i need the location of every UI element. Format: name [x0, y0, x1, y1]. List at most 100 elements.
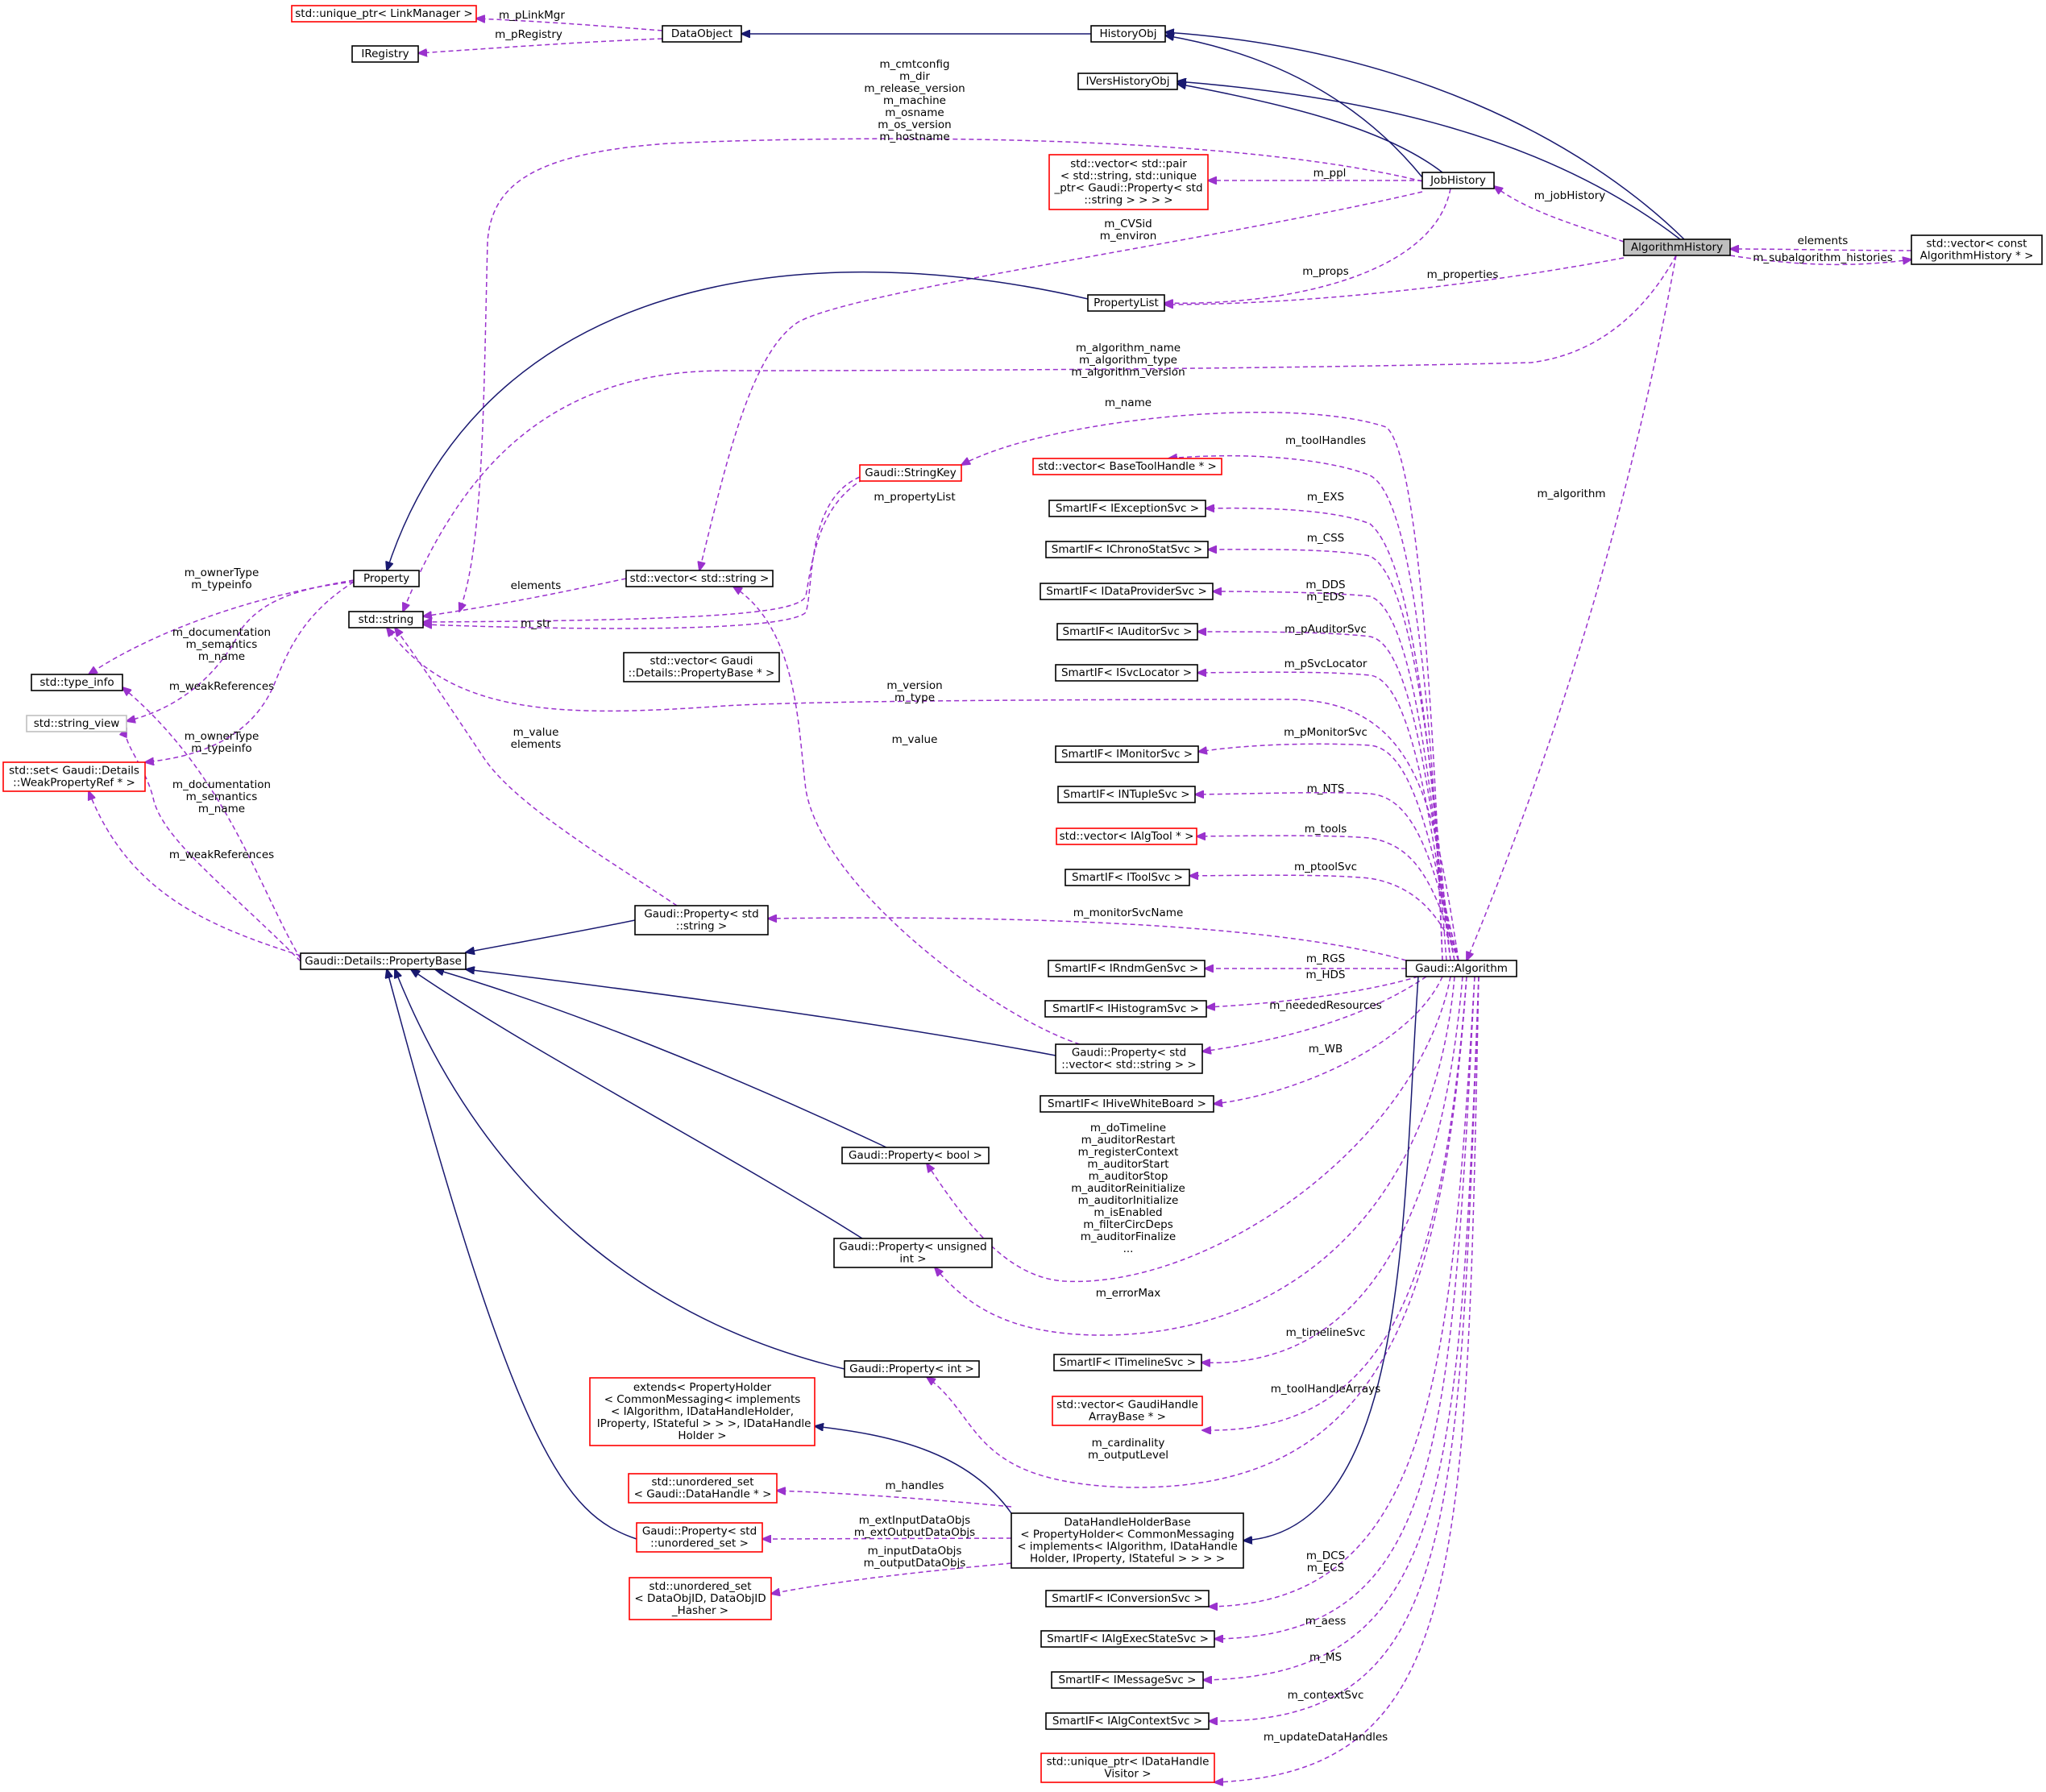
edge-label-line: m_documentation: [172, 626, 271, 639]
class-node-property-bool[interactable]: Gaudi::Property< bool >: [841, 1147, 990, 1164]
class-node-jobhistory[interactable]: JobHistory: [1421, 172, 1495, 189]
edge-label-line: m_isEnabled: [1094, 1206, 1162, 1219]
edge-label-line: m_ppl: [1314, 167, 1347, 180]
class-node-vector-ialgtool[interactable]: std::vector< IAlgTool * >: [1056, 828, 1197, 845]
usage-edge: [771, 1562, 1012, 1594]
edge-label-m-nts: m_NTS: [1307, 782, 1345, 795]
usage-edge: [459, 138, 1423, 612]
class-node-label: int >: [899, 1253, 926, 1266]
inheritance-edge: [395, 969, 845, 1370]
svg-text:m_properties: m_properties: [1427, 268, 1499, 281]
usage-edge: [1206, 976, 1419, 1007]
class-node-dataobject[interactable]: DataObject: [662, 25, 742, 43]
class-node-smartif-iconversionsvc[interactable]: SmartIF< IConversionSvc >: [1045, 1590, 1210, 1607]
edge-label-line: m_extInputDataObjs: [859, 1514, 970, 1527]
class-node-smartif-idataprovidersvc[interactable]: SmartIF< IDataProviderSvc >: [1040, 583, 1214, 600]
class-node-datahandleholderbase[interactable]: DataHandleHolderBase< PropertyHolder< Co…: [1011, 1512, 1244, 1569]
class-node-label: std::vector< std::pair: [1070, 158, 1187, 171]
edge-label-m-subalgorithm-histories: m_subalgorithm_histories: [1753, 251, 1893, 264]
class-node-label: ArrayBase * >: [1089, 1411, 1166, 1424]
class-node-smartif-ichronostatsvc[interactable]: SmartIF< IChronoStatSvc >: [1045, 541, 1209, 558]
class-node-label: HistoryObj: [1100, 27, 1157, 40]
edge-label-m-str: m_str: [521, 617, 551, 630]
svg-text:m_weakReferences: m_weakReferences: [169, 848, 274, 861]
class-node-label: DataHandleHolderBase: [1064, 1516, 1190, 1529]
usage-edge: [1195, 793, 1459, 961]
edge-label-line: m_algorithm: [1537, 487, 1605, 500]
usage-edge: [1208, 550, 1451, 961]
class-node-smartif-ihivewhiteboard[interactable]: SmartIF< IHiveWhiteBoard >: [1040, 1095, 1214, 1113]
class-node-smartif-ihistogramsvc[interactable]: SmartIF< IHistogramSvc >: [1044, 1000, 1207, 1018]
class-node-smartif-intuplesvc[interactable]: SmartIF< INTupleSvc >: [1057, 786, 1196, 803]
class-node-smartif-isvclocator[interactable]: SmartIF< ISvcLocator >: [1055, 664, 1198, 682]
svg-text:m_props: m_props: [1302, 265, 1349, 278]
class-node-label: < PropertyHolder< CommonMessaging: [1020, 1529, 1234, 1541]
edge-label-line: m_properties: [1427, 268, 1499, 281]
class-node-property-vector-string[interactable]: Gaudi::Property< std::vector< std::strin…: [1055, 1043, 1203, 1074]
svg-text:m_pRegistry: m_pRegistry: [495, 28, 562, 41]
class-node-stringkey[interactable]: Gaudi::StringKey: [859, 464, 962, 482]
class-node-type-info[interactable]: std::type_info: [31, 674, 123, 691]
class-node-property[interactable]: Property: [353, 570, 420, 587]
class-node-vector-pair[interactable]: std::vector< std::pair< std::string, std…: [1048, 154, 1209, 210]
class-node-smartif-itimelinesvc[interactable]: SmartIF< ITimelineSvc >: [1053, 1354, 1202, 1371]
class-node-smartif-imonitorsvc[interactable]: SmartIF< IMonitorSvc >: [1055, 745, 1199, 763]
class-node-propertybase[interactable]: Gaudi::Details::PropertyBase: [300, 952, 467, 970]
class-node-extends-propertyholder[interactable]: extends< PropertyHolder< CommonMessaging…: [589, 1377, 815, 1446]
class-node-historyobj[interactable]: HistoryObj: [1090, 25, 1166, 43]
edge-label-m-algorithm: m_algorithm: [1537, 487, 1605, 500]
class-node-smartif-iauditorsvc[interactable]: SmartIF< IAuditorSvc >: [1056, 623, 1198, 641]
class-node-std-string[interactable]: std::string: [348, 611, 424, 628]
class-node-gaudi-algorithm[interactable]: Gaudi::Algorithm: [1405, 960, 1517, 977]
edge-label-m-neededresources: m_neededResources: [1269, 999, 1381, 1012]
inheritance-edge: [435, 969, 887, 1148]
class-node-property-unordered-set[interactable]: Gaudi::Property< std::unordered_set >: [636, 1522, 763, 1553]
class-node-set-weakpropref[interactable]: std::set< Gaudi::Details::WeakPropertyRe…: [2, 761, 146, 792]
usage-edge: [777, 1491, 1012, 1508]
edge-label-line: m_NTS: [1307, 782, 1345, 795]
usage-edge: [1202, 976, 1427, 1052]
usage-edge: [127, 579, 355, 721]
class-node-algorithmhistory[interactable]: AlgorithmHistory: [1623, 239, 1731, 256]
edge-label-line: m_WB: [1309, 1043, 1343, 1056]
svg-text:elements: elements: [511, 579, 562, 592]
edge-label-line: elements: [511, 579, 562, 592]
svg-text:Property: Property: [363, 572, 409, 585]
class-node-label: IRegistry: [361, 48, 409, 60]
svg-text:Gaudi::Details::PropertyBase: Gaudi::Details::PropertyBase: [305, 955, 462, 968]
class-node-property-int[interactable]: Gaudi::Property< int >: [844, 1360, 980, 1378]
class-node-smartif-itoolsvc[interactable]: SmartIF< IToolSvc >: [1065, 869, 1190, 886]
class-node-iregistry[interactable]: IRegistry: [351, 45, 419, 63]
class-node-string-view[interactable]: std::string_view: [26, 715, 127, 732]
class-node-smartif-ialgexecstatesvc[interactable]: SmartIF< IAlgExecStateSvc >: [1040, 1630, 1215, 1648]
class-node-vector-string[interactable]: std::vector< std::string >: [625, 570, 774, 587]
class-node-label: SmartIF< INTupleSvc >: [1063, 788, 1189, 801]
class-node-unordered-set-datahandle[interactable]: std::unordered_set< Gaudi::DataHandle * …: [628, 1473, 778, 1504]
class-node-property-string[interactable]: Gaudi::Property< std::string >: [634, 905, 769, 935]
usage-edge: [1197, 632, 1455, 961]
edge-label-m-value: m_value: [892, 733, 938, 746]
class-node-ivershistoryobj[interactable]: IVersHistoryObj: [1077, 73, 1178, 90]
class-node-smartif-imessagesvc[interactable]: SmartIF< IMessageSvc >: [1051, 1671, 1204, 1689]
class-node-smartif-iexceptionsvc[interactable]: SmartIF< IExceptionSvc >: [1048, 500, 1206, 517]
class-node-smartif-irndmgensvc[interactable]: SmartIF< IRndmGenSvc >: [1048, 960, 1206, 977]
svg-text:Gaudi::Property< int >: Gaudi::Property< int >: [849, 1363, 974, 1375]
svg-text:DataHandleHolderBase< Property: DataHandleHolderBase< PropertyHolder< Co…: [1017, 1516, 1238, 1566]
class-node-propertylist[interactable]: PropertyList: [1087, 294, 1165, 312]
class-node-smartif-ialgcontextsvc[interactable]: SmartIF< IAlgContextSvc >: [1045, 1712, 1210, 1730]
class-node-unique-ptr-linkmgr[interactable]: std::unique_ptr< LinkManager >: [291, 5, 477, 23]
class-node-unordered-set-dataobjid[interactable]: std::unordered_set< DataObjID, DataObjID…: [629, 1577, 772, 1620]
class-node-vector-basetoolhandle[interactable]: std::vector< BaseToolHandle * >: [1032, 458, 1222, 475]
class-node-label: SmartIF< IDataProviderSvc >: [1046, 585, 1207, 598]
class-node-vector-propertybase[interactable]: std::vector< Gaudi::Details::PropertyBas…: [623, 652, 780, 682]
